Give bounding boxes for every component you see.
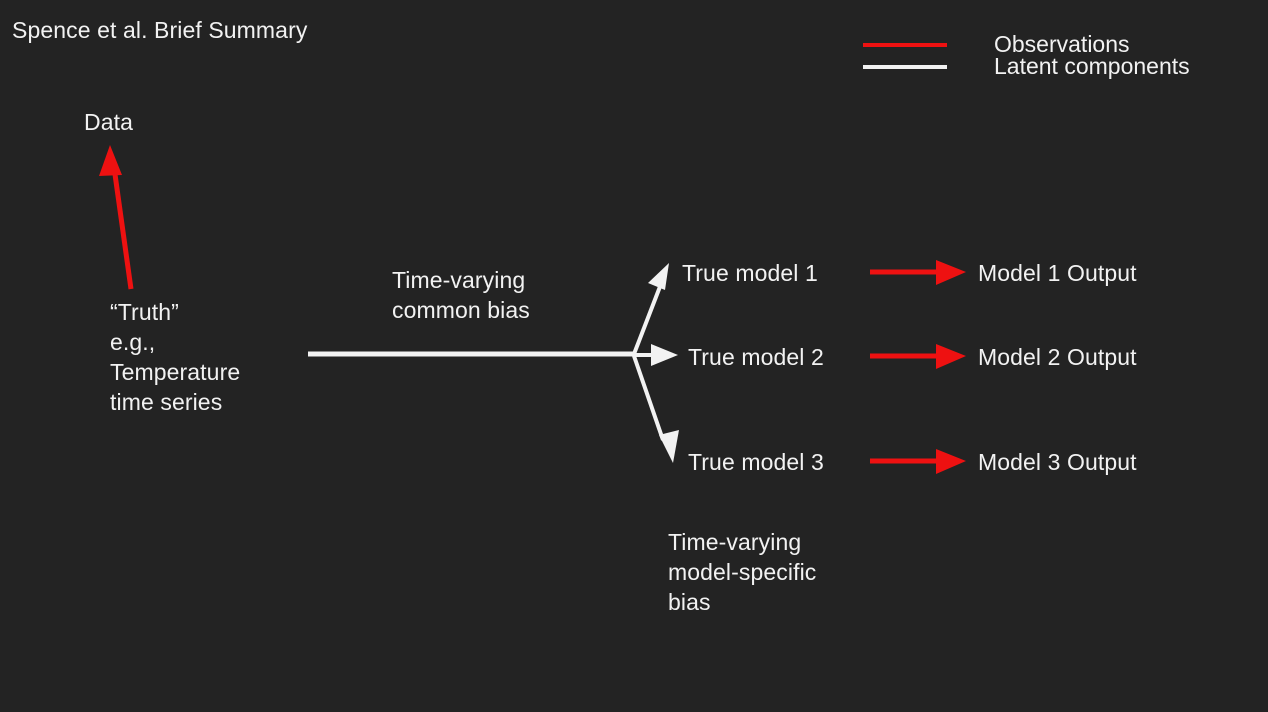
legend-line-icon-observations [863,43,947,47]
latent-arrow-true-model-3 [632,355,679,463]
legend: Observations Latent components [863,31,1263,85]
model-1-output-label: Model 1 Output [978,260,1137,286]
page-title: Spence et al. Brief Summary [12,17,308,43]
legend-label-observations: Observations [994,31,1130,57]
observation-arrow-model-2-output [870,344,966,369]
true-model-2-label: True model 2 [688,344,824,370]
observation-arrow-data [99,145,134,290]
latent-arrow-true-model-2 [634,344,678,366]
legend-item-observations: Observations [863,31,1263,57]
truth-description: “Truth” e.g., Temperature time series [110,299,241,415]
legend-line-icon-latent-components [863,65,947,69]
legend-label-latent-components: Latent components [994,53,1190,79]
model-2-output-label: Model 2 Output [978,344,1137,370]
true-model-3-label: True model 3 [688,449,824,475]
model-3-output-label: Model 3 Output [978,449,1137,475]
latent-arrow-true-model-1 [632,263,669,355]
true-model-1-label: True model 1 [682,260,818,286]
model-specific-bias-label: Time-varying model-specific bias [668,529,817,615]
observation-arrow-model-3-output [870,449,966,474]
data-label: Data [84,109,133,135]
common-bias-label: Time-varying common bias [392,267,530,323]
observation-arrow-model-1-output [870,260,966,285]
legend-item-latent-components: Latent components [863,53,1263,79]
